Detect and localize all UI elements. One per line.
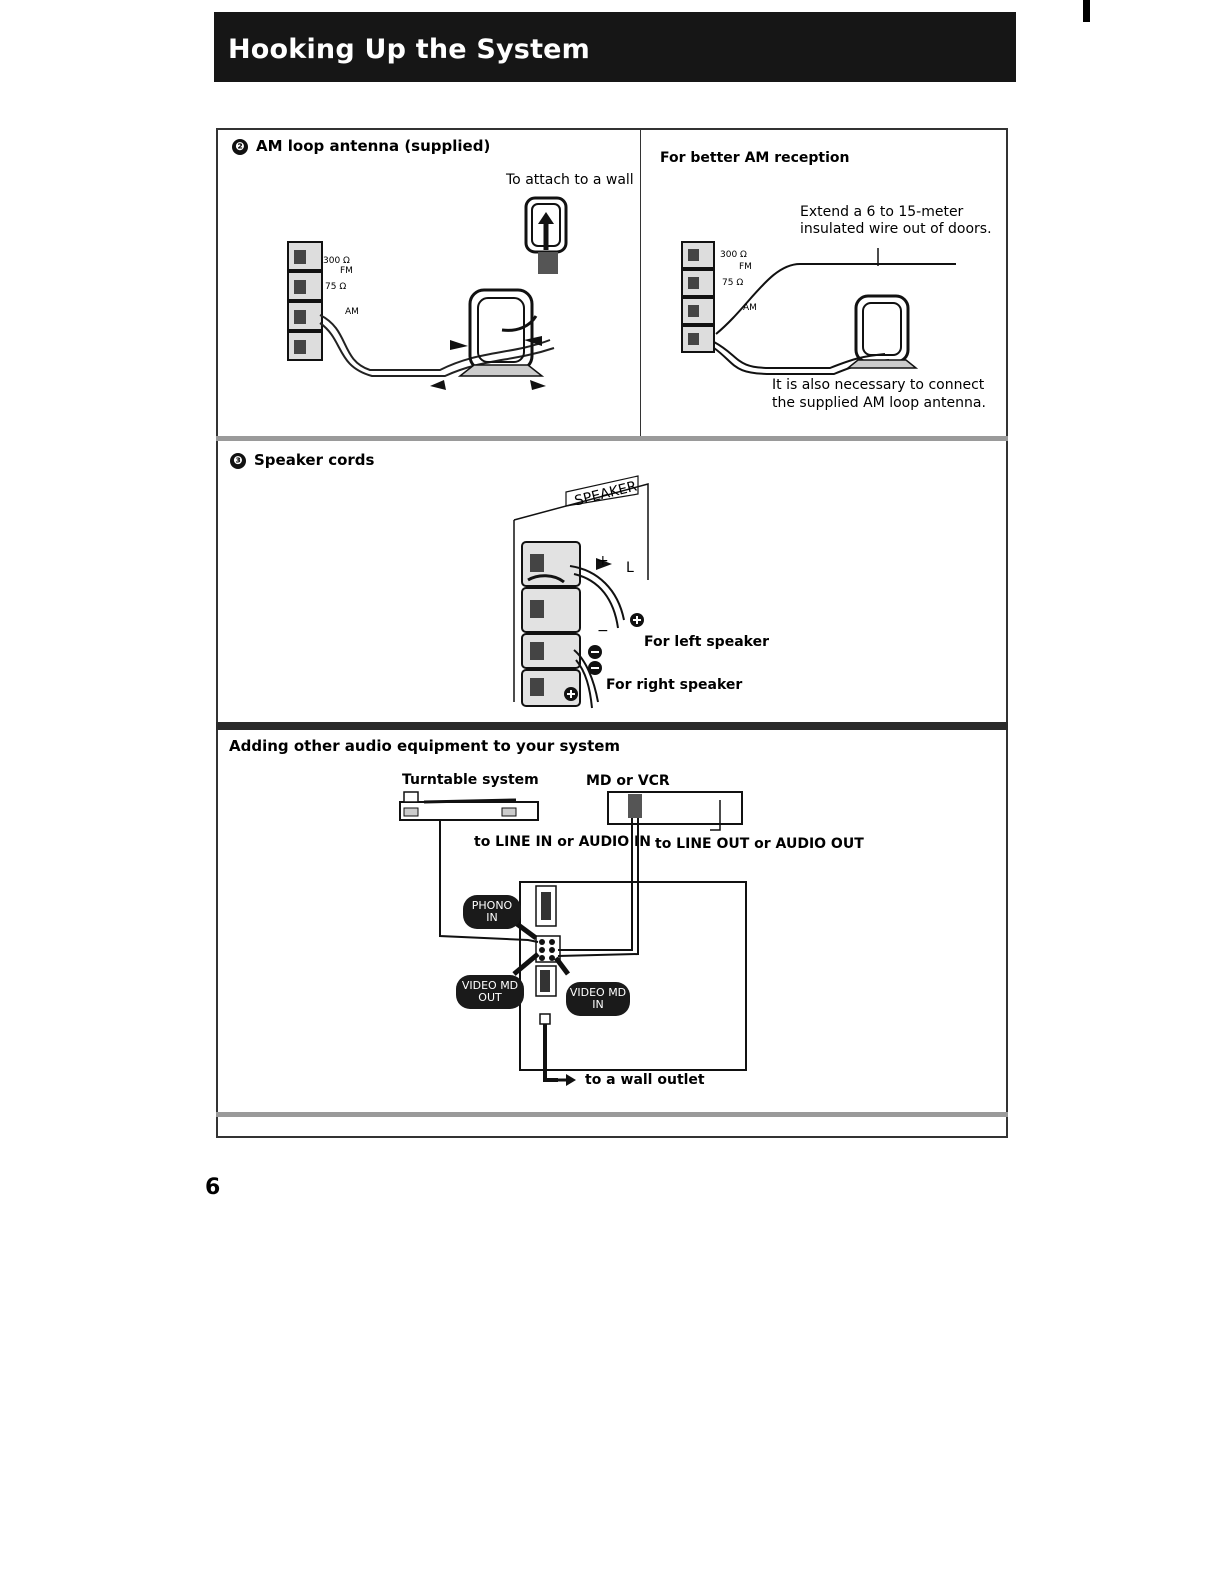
wall-outlet-label: to a wall outlet	[585, 1072, 705, 1088]
section-separator-bottom	[216, 1112, 1008, 1117]
section-divider-vertical	[640, 128, 641, 440]
page-number: 6	[205, 1175, 221, 1200]
better-am-terminal-300: 300 Ω	[720, 250, 747, 260]
better-am-terminal-am: AM	[743, 303, 757, 313]
terminal-75-label: 75 Ω	[325, 282, 347, 292]
am-antenna-title: AM loop antenna (supplied)	[256, 137, 491, 155]
speaker-heading: ❸ Speaker cords	[230, 451, 374, 469]
terminal-fm-label: FM	[340, 266, 353, 276]
edge-tab-mark	[1083, 0, 1090, 22]
video-md-in-text-1: VIDEO MD	[569, 986, 627, 999]
section-separator-middle	[216, 722, 1008, 730]
better-am-title: For better AM reception	[660, 150, 850, 166]
audio-section-title: Adding other audio equipment to your sys…	[229, 737, 621, 755]
am-antenna-illustration	[287, 196, 568, 390]
step-number-2: ❷	[232, 139, 248, 155]
turntable-label: Turntable system	[402, 772, 539, 788]
speaker-plus-sign: +	[597, 553, 609, 569]
better-am-illustration	[681, 241, 956, 375]
page-title: Hooking Up the System	[228, 34, 591, 65]
header-bar: Hooking Up the System	[214, 12, 1016, 82]
speaker-title: Speaker cords	[254, 451, 375, 469]
video-md-out-text-2: OUT	[478, 991, 502, 1004]
polarity-markers	[564, 613, 644, 701]
video-md-out-text-1: VIDEO MD	[461, 979, 519, 992]
phono-in-text-1: PHONO	[471, 899, 513, 912]
extend-wire-text-2: insulated wire out of doors.	[800, 221, 992, 237]
step-number-3: ❸	[230, 453, 246, 469]
speaker-terminal-illustration	[513, 475, 649, 709]
connect-note-1: It is also necessary to connect	[772, 377, 985, 393]
extend-wire-text-1: Extend a 6 to 15-meter	[800, 204, 964, 220]
better-am-terminal-fm: FM	[739, 262, 752, 272]
speaker-minus-sign: −	[597, 623, 609, 639]
am-antenna-heading: ❷ AM loop antenna (supplied)	[232, 137, 490, 155]
md-vcr-label: MD or VCR	[586, 773, 670, 789]
right-speaker-label: For right speaker	[606, 677, 743, 693]
left-speaker-label: For left speaker	[644, 634, 769, 650]
better-am-terminal-75: 75 Ω	[722, 278, 744, 288]
line-in-label: to LINE IN or AUDIO IN	[474, 834, 651, 850]
section-separator-top	[216, 436, 1008, 441]
connect-note-2: the supplied AM loop antenna.	[772, 395, 986, 411]
video-md-in-text-2: IN	[592, 998, 604, 1011]
phono-in-text-2: IN	[486, 911, 498, 924]
audio-hookup-illustration	[399, 791, 747, 1086]
wall-caption: To attach to a wall	[506, 172, 634, 188]
terminal-300-label: 300 Ω	[323, 256, 350, 266]
terminal-am-label: AM	[345, 307, 359, 317]
line-out-label: to LINE OUT or AUDIO OUT	[655, 836, 864, 852]
speaker-l-label: L	[626, 560, 634, 576]
